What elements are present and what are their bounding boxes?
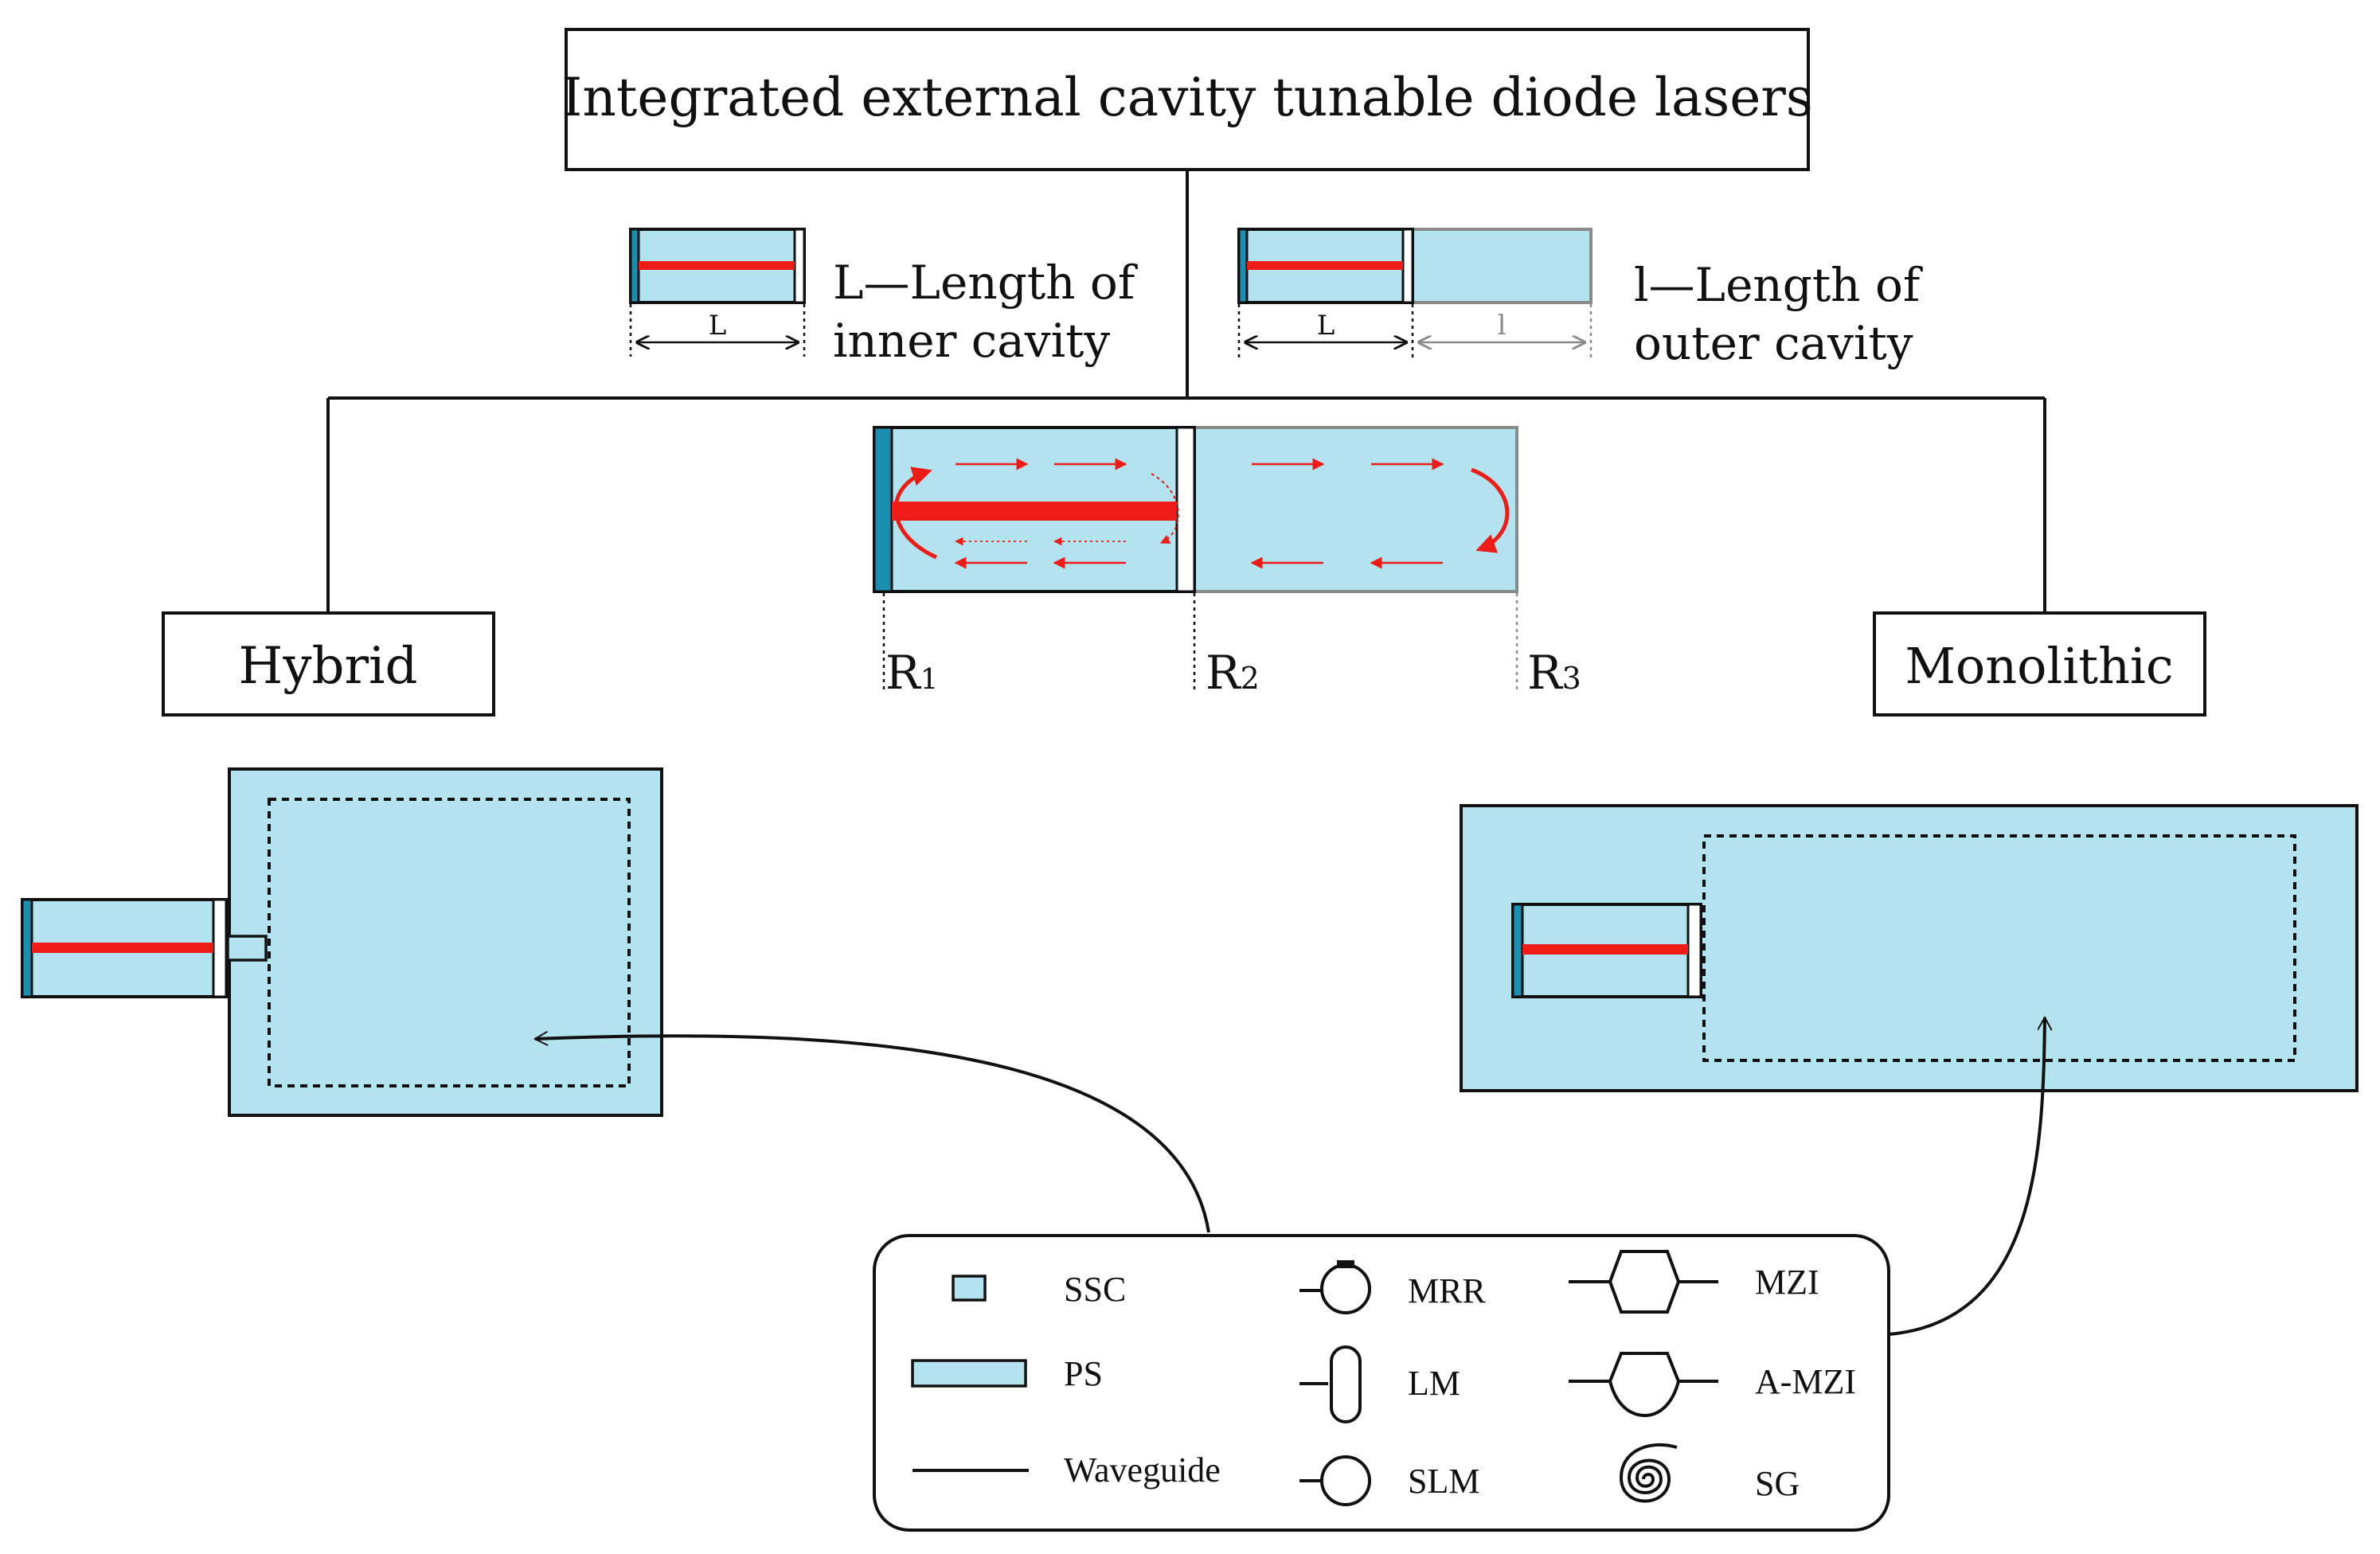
legend-slm-label: SLM [1408,1462,1479,1501]
reflector-r2-label: R2 [1206,646,1260,700]
front-facet [212,898,228,998]
outer-roundtrip-arrows [1250,458,1510,569]
legend-ssc-label: SSC [1064,1270,1126,1309]
rear-mirror [1511,903,1524,998]
outer-cavity-caption-line2: outer cavity [1634,316,1913,370]
slm-symbol [1299,1455,1371,1506]
pointer-arrow-to-monolithic [1888,1017,2045,1336]
reflector-r1-label: R1 [885,646,939,700]
lm-symbol [1299,1345,1362,1423]
ssc-symbol [952,1275,987,1302]
external-cavity-body [1193,426,1518,593]
gain-stripe [1247,261,1403,270]
rear-mirror [21,898,33,998]
mzi-symbol [1569,1250,1718,1314]
front-facet [793,228,806,304]
tree-connectors [326,170,2046,613]
rear-mirror [873,426,893,593]
legend-lm-label: LM [1408,1364,1460,1403]
photonic-chip [228,767,663,1117]
legend-ps-label: PS [1064,1354,1103,1393]
legend-box: SSC PS Waveguide MRR LM SLM MZI [873,1234,1890,1532]
legend-mrr-label: MRR [1408,1271,1486,1310]
reflector-r3-label: R3 [1527,646,1581,700]
tunable-filter-region [268,798,631,1087]
front-facet [1175,426,1196,593]
gain-stripe [1522,944,1688,955]
outer-cavity-schematic: L l l—Length of outer cavity [1237,228,1923,370]
a-mzi-symbol [1569,1352,1718,1418]
diagram-title: Integrated external cavity tunable diode… [561,67,1812,128]
tunable-filter-region [1702,834,2296,1062]
front-facet [1401,228,1414,304]
monolithic-implementation [1460,804,2359,1092]
mrr-symbol [1299,1260,1371,1314]
rear-mirror [629,228,640,304]
hybrid-box: Hybrid [162,611,495,716]
inner-roundtrip-arrows [893,458,1179,569]
gain-stripe [639,261,795,270]
length-label-l: l [1498,310,1507,342]
legend-mzi-label: MZI [1755,1263,1819,1302]
ssc-coupler [226,935,268,962]
length-label-L: L [709,310,727,342]
length-label-L: L [1317,310,1335,342]
monolithic-box: Monolithic [1873,611,2206,716]
title-box: Integrated external cavity tunable diode… [561,28,1813,171]
legend-a-mzi-label: A-MZI [1755,1362,1856,1401]
sg-spiral-symbol [1619,1443,1678,1503]
legend-sg-label: SG [1755,1464,1800,1503]
legend-waveguide-label: Waveguide [1064,1451,1221,1490]
inner-cavity-schematic: L L—Length of inner cavity [629,228,1138,368]
external-section [1411,228,1593,304]
outer-cavity-caption-line1: l—Length of [1634,258,1923,312]
gain-stripe [32,943,213,953]
monolithic-label: Monolithic [1905,637,2173,695]
pointer-arrow-to-hybrid [535,1036,1210,1233]
inner-cavity-caption-line1: L—Length of [833,256,1138,310]
inner-cavity-caption-line2: inner cavity [833,314,1110,368]
front-facet [1686,903,1702,998]
rear-mirror [1237,228,1249,304]
ps-symbol [911,1359,1027,1388]
hybrid-label: Hybrid [239,637,418,696]
hybrid-implementation [21,767,663,1117]
gain-stripe [892,502,1177,521]
compound-cavity: R1 R2 R3 [873,426,1581,700]
